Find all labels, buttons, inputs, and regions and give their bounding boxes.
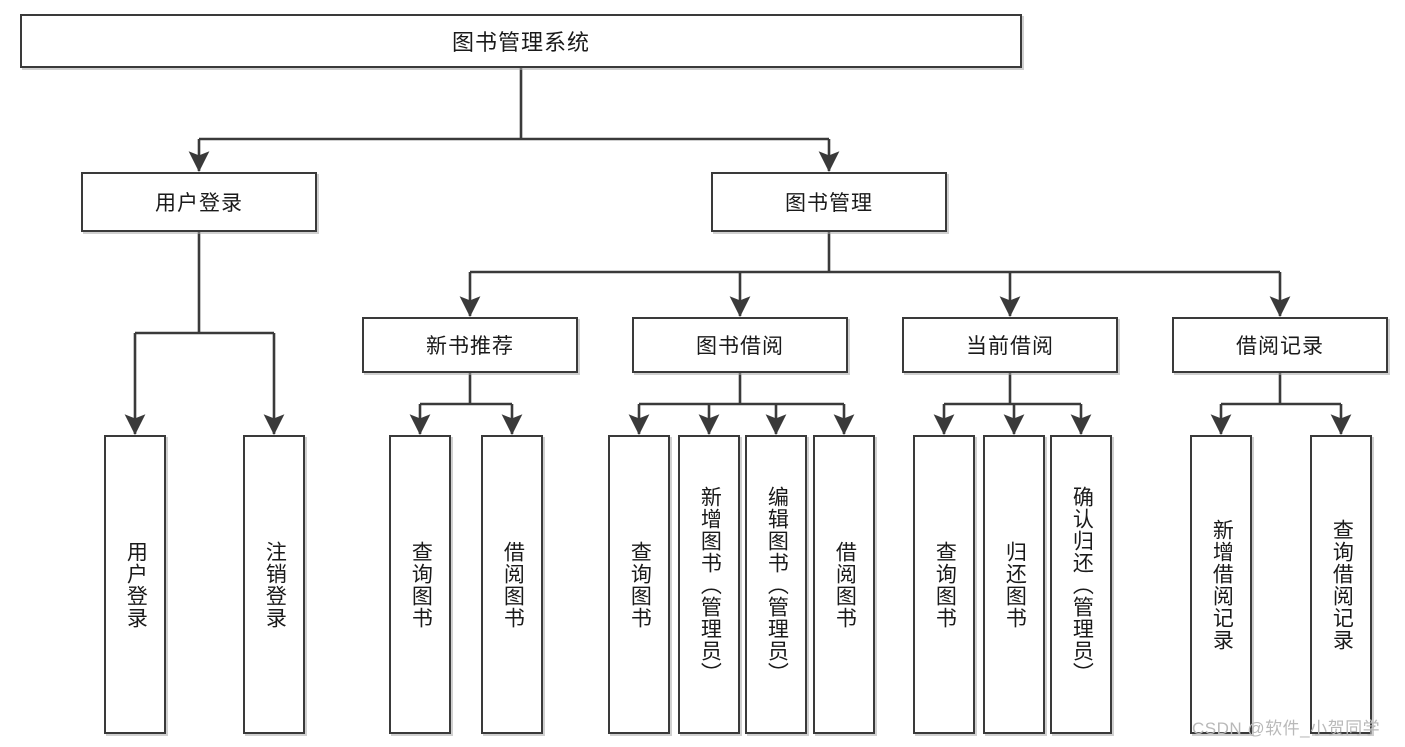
node-label-n_query: 查询图书 bbox=[409, 540, 433, 629]
node-label-r_query: 查询借阅记录 bbox=[1330, 518, 1354, 651]
node-label-b_query: 查询图书 bbox=[628, 540, 652, 629]
node-label-b_add: 新增图书（管理员） bbox=[698, 485, 722, 684]
node-label-n_borrow: 借阅图书 bbox=[501, 540, 525, 629]
node-current[interactable]: 当前借阅 bbox=[902, 317, 1118, 373]
node-b_edit[interactable]: 编辑图书（管理员） bbox=[745, 435, 807, 734]
node-label-c_return: 归还图书 bbox=[1003, 540, 1027, 629]
node-b_borrow[interactable]: 借阅图书 bbox=[813, 435, 875, 734]
node-l_logout[interactable]: 注销登录 bbox=[243, 435, 305, 734]
node-b_query[interactable]: 查询图书 bbox=[608, 435, 670, 734]
node-label-bookmgmt: 图书管理 bbox=[785, 192, 873, 215]
node-label-c_confirm: 确认归还（管理员） bbox=[1070, 485, 1094, 684]
node-b_add[interactable]: 新增图书（管理员） bbox=[678, 435, 740, 734]
node-label-borrow: 图书借阅 bbox=[696, 335, 784, 358]
node-borrow[interactable]: 图书借阅 bbox=[632, 317, 848, 373]
node-label-r_add: 新增借阅记录 bbox=[1210, 518, 1234, 651]
node-records[interactable]: 借阅记录 bbox=[1172, 317, 1388, 373]
node-label-l_logout: 注销登录 bbox=[263, 540, 287, 629]
node-label-c_query: 查询图书 bbox=[933, 540, 957, 629]
node-label-l_login: 用户登录 bbox=[124, 540, 148, 629]
node-n_query[interactable]: 查询图书 bbox=[389, 435, 451, 734]
node-newbook[interactable]: 新书推荐 bbox=[362, 317, 578, 373]
node-c_confirm[interactable]: 确认归还（管理员） bbox=[1050, 435, 1112, 734]
node-label-b_edit: 编辑图书（管理员） bbox=[765, 485, 789, 684]
node-l_login[interactable]: 用户登录 bbox=[104, 435, 166, 734]
node-n_borrow[interactable]: 借阅图书 bbox=[481, 435, 543, 734]
node-label-records: 借阅记录 bbox=[1236, 335, 1324, 358]
node-r_query[interactable]: 查询借阅记录 bbox=[1310, 435, 1372, 734]
node-label-login: 用户登录 bbox=[155, 192, 243, 215]
node-label-newbook: 新书推荐 bbox=[426, 335, 514, 358]
node-r_add[interactable]: 新增借阅记录 bbox=[1190, 435, 1252, 734]
node-label-root: 图书管理系统 bbox=[451, 30, 590, 55]
node-label-b_borrow: 借阅图书 bbox=[833, 540, 857, 629]
node-bookmgmt[interactable]: 图书管理 bbox=[711, 172, 947, 232]
csdn-watermark: CSDN @软件_小贺同学 bbox=[1192, 719, 1381, 738]
node-c_return[interactable]: 归还图书 bbox=[983, 435, 1045, 734]
node-login[interactable]: 用户登录 bbox=[81, 172, 317, 232]
node-c_query[interactable]: 查询图书 bbox=[913, 435, 975, 734]
node-root[interactable]: 图书管理系统 bbox=[20, 14, 1022, 68]
node-label-current: 当前借阅 bbox=[966, 335, 1054, 358]
